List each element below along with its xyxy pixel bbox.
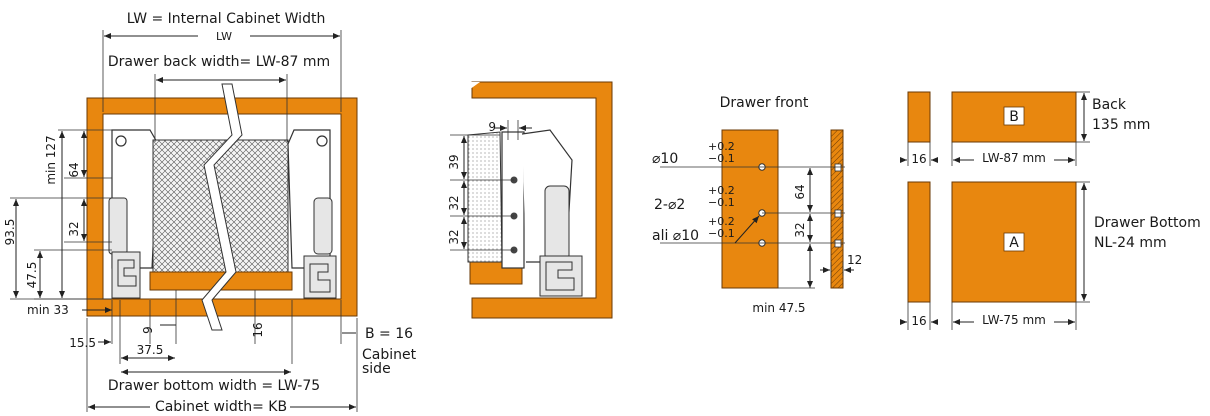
min127-label: min 127	[44, 135, 58, 184]
drawer-bottom-label: Drawer Bottom	[1094, 215, 1201, 231]
lw-label: LW	[216, 30, 232, 43]
side-dim-9-label: 9	[488, 120, 496, 134]
tolerance-plus: +0.2	[708, 140, 735, 153]
drawer-front-title: Drawer front	[720, 95, 809, 111]
left-slide-profile	[111, 251, 141, 299]
bottom-edge-panel	[907, 181, 931, 303]
side-dim-39-label: 39	[447, 154, 461, 169]
label-a: A	[1009, 235, 1019, 251]
panel-dim-16a-label: 16	[911, 152, 926, 166]
break-line	[201, 83, 243, 331]
drawer-front-board	[721, 129, 779, 289]
tolerance-plus: +0.2	[708, 215, 735, 228]
lw87-label: LW-87 mm	[982, 151, 1046, 165]
dim-9-label: 9	[141, 326, 155, 334]
internal-width-label: LW = Internal Cabinet Width	[127, 11, 326, 27]
dia10-label: ⌀10	[652, 151, 678, 167]
right-clip	[313, 197, 333, 255]
bottom-width-label: Drawer bottom width = LW-75	[108, 378, 320, 394]
front-bracket	[501, 131, 525, 269]
min33-label: min 33	[27, 303, 69, 317]
ali-dia10-label: ali ⌀10	[652, 228, 699, 244]
side-label: side	[362, 361, 391, 377]
drawer-front-section	[830, 129, 844, 289]
cabinet-width-label: Cabinet width= KB	[155, 399, 287, 415]
front-dim-12-label: 12	[847, 253, 862, 267]
dim-47-5-label: 47.5	[25, 262, 39, 289]
screw-icon	[115, 135, 127, 147]
label-b: B	[1009, 109, 1019, 125]
right-slide-profile	[303, 255, 337, 299]
tolerance-plus: +0.2	[708, 184, 735, 197]
side-dim-32b-label: 32	[447, 229, 461, 244]
cabinet-side-wood	[471, 81, 613, 319]
front-dim-64-label: 64	[793, 184, 807, 199]
side-dim-32a-label: 32	[447, 195, 461, 210]
dim-93-5-label: 93.5	[3, 219, 17, 246]
min47-5-label: min 47.5	[752, 301, 805, 315]
screw-icon	[316, 135, 328, 147]
drawer-front-panel	[467, 131, 503, 263]
dim-16-label: 16	[251, 322, 265, 337]
tolerance-minus: −0.1	[708, 196, 735, 209]
dim-37-5-label: 37.5	[137, 343, 164, 357]
b16-label: B = 16	[365, 326, 413, 342]
nl24-label: NL-24 mm	[1094, 235, 1167, 251]
side-clip	[544, 185, 570, 261]
tolerance-minus: −0.1	[708, 227, 735, 240]
front-section-view: LW = Internal Cabinet Width LW Drawer ba…	[3, 11, 417, 415]
lw75-label: LW-75 mm	[982, 313, 1046, 327]
panel-cut-view: B Back 135 mm 16 LW-87 mm A Drawer Botto…	[900, 91, 1201, 330]
back-height-label: 135 mm	[1092, 117, 1150, 133]
back-width-label: Drawer back width= LW-87 mm	[108, 54, 330, 70]
back-label: Back	[1092, 97, 1127, 113]
side-slide-profile	[539, 255, 583, 297]
dim-15-5-label: 15.5	[69, 336, 96, 350]
dim-64-label: 64	[67, 162, 81, 177]
back-edge-panel	[907, 91, 931, 143]
panel-dim-16b-label: 16	[911, 314, 926, 328]
tolerance-minus: −0.1	[708, 152, 735, 165]
left-clip	[108, 197, 128, 255]
dia2-label: 2-⌀2	[654, 197, 685, 213]
dim-32-label: 32	[67, 221, 81, 236]
drawer-front-view: Drawer front ⌀10 +0.2 −0.1 2-⌀2 +0.2 −0.…	[652, 95, 862, 315]
side-section-view: 9 39 32 32	[447, 81, 613, 319]
front-dim-32-label: 32	[793, 222, 807, 237]
cabinet-label: Cabinet	[362, 347, 417, 363]
